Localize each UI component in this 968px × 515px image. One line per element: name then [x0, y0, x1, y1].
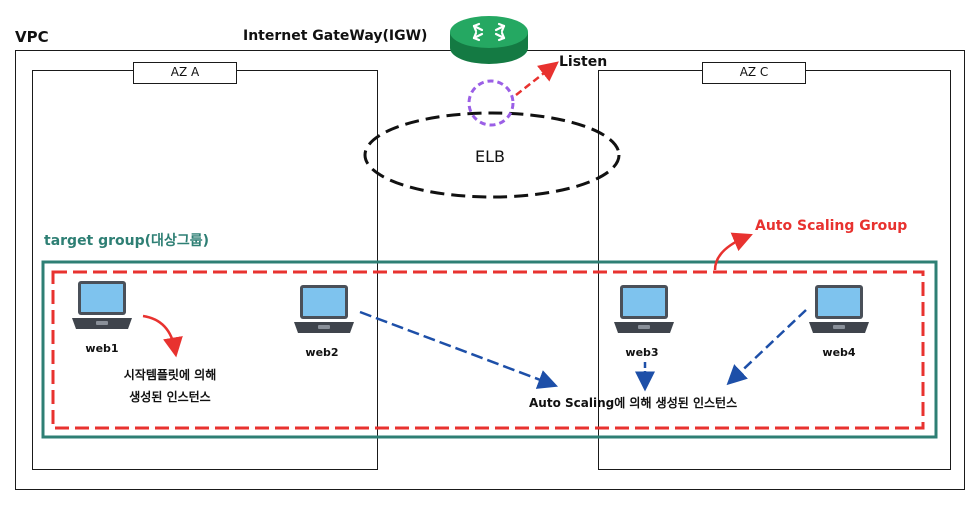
laptop-icon — [70, 280, 134, 336]
template-note-line1: 시작템플릿에 의해 — [123, 368, 217, 382]
vpc-label: VPC — [15, 28, 49, 46]
autoscaling-note: Auto Scaling에 의해 생성된 인스턴스 — [529, 396, 738, 410]
web3-label: web3 — [625, 346, 659, 359]
template-note: 시작템플릿에 의해 생성된 인스턴스 — [95, 364, 245, 408]
web1-arrow — [142, 314, 183, 358]
laptop-icon — [807, 284, 871, 340]
az-c-label: AZ C — [702, 62, 806, 84]
template-note-line2: 생성된 인스턴스 — [129, 390, 211, 404]
web2-arrow — [359, 310, 559, 389]
igw-label: Internet GateWay(IGW) — [243, 28, 428, 44]
elb-ellipse — [363, 111, 621, 199]
asg-box — [51, 270, 925, 430]
web4-label: web4 — [822, 346, 856, 359]
listener-circle — [467, 79, 515, 127]
listen-arrow — [515, 61, 559, 96]
router-icon — [450, 16, 528, 64]
az-a-label: AZ A — [133, 62, 237, 84]
target-group-label: target group(대상그룹) — [44, 233, 209, 249]
web4-arrow — [726, 309, 807, 386]
asg-arrow — [713, 232, 753, 271]
laptop-icon — [292, 284, 356, 340]
laptop-icon — [612, 284, 676, 340]
listen-label: Listen — [559, 54, 608, 70]
asg-label: Auto Scaling Group — [755, 218, 908, 234]
elb-label: ELB — [475, 147, 505, 166]
web1-label: web1 — [85, 342, 119, 355]
web2-label: web2 — [305, 346, 339, 359]
target-group-box — [41, 260, 938, 439]
